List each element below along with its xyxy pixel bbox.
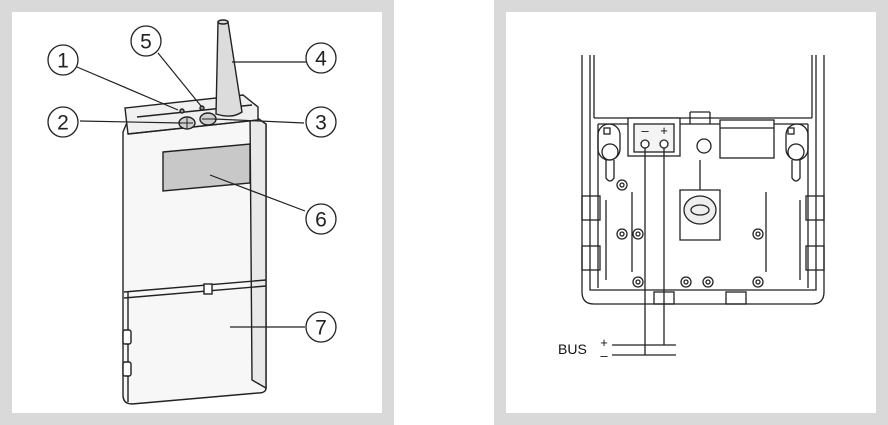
antenna [216, 22, 242, 116]
callout-3: 3 [315, 112, 327, 135]
led-1 [180, 109, 184, 113]
base-housing [582, 55, 824, 304]
callout-6: 6 [315, 209, 327, 232]
terminal-minus-label: – [641, 123, 649, 138]
terminal-plus-label: + [660, 123, 668, 138]
cover-latch [204, 284, 212, 294]
callout-7: 7 [315, 317, 327, 340]
device-side-face [250, 113, 266, 388]
left-figure-panel: 1 2 3 4 5 6 7 [0, 0, 394, 425]
callout-1: 1 [57, 50, 69, 73]
bus-minus-label: – [600, 348, 608, 363]
bus-label: BUS [558, 341, 587, 357]
device-illustration: 1 2 3 4 5 6 7 [0, 0, 394, 425]
callout-4: 4 [315, 48, 327, 71]
display-window [163, 144, 250, 191]
center-mounting-hole [684, 196, 716, 224]
mounting-base-illustration: – + BUS + – [494, 0, 888, 425]
led-5 [200, 106, 204, 110]
callout-2: 2 [57, 112, 69, 135]
right-figure-panel: – + BUS + – [494, 0, 888, 425]
callout-5: 5 [140, 31, 152, 54]
